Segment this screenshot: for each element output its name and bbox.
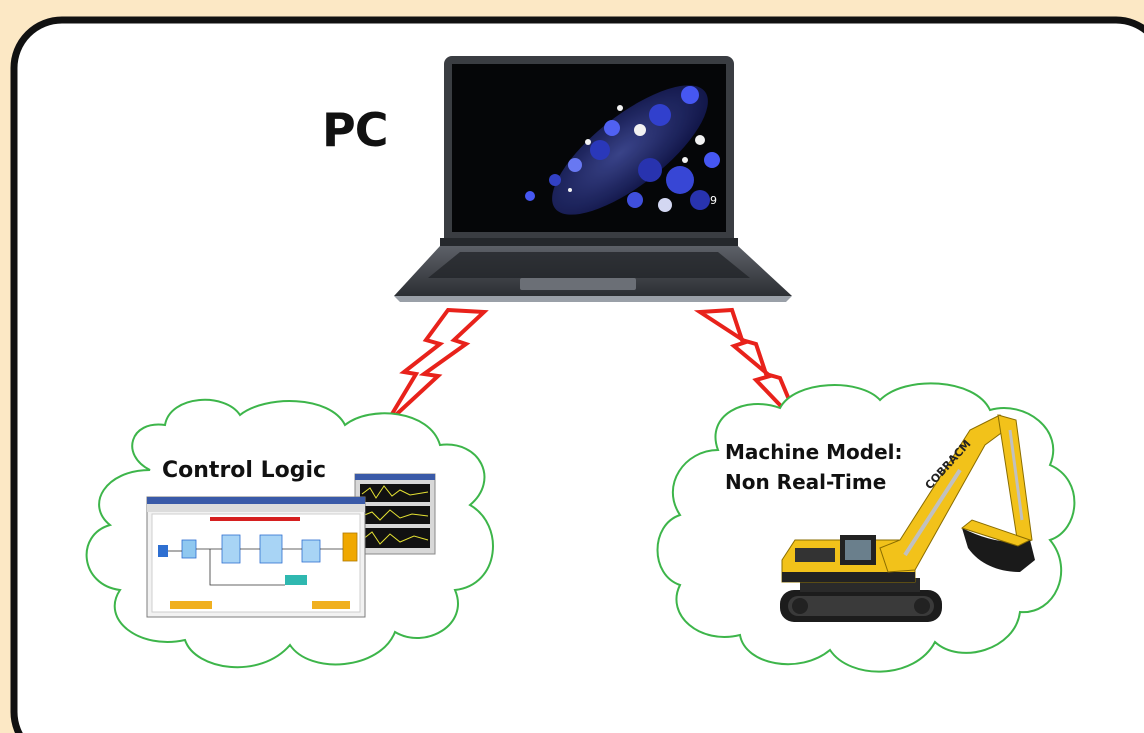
excavator-icon: COBRACM	[780, 414, 1035, 622]
laptop-screen-galaxy	[525, 85, 720, 215]
pc-label: PC	[322, 103, 388, 157]
simulink-screenshot-icon	[146, 473, 436, 618]
lightning-bolt-left	[384, 307, 489, 426]
laptop-icon: 9	[394, 56, 792, 302]
laptop-screen-badge: 9	[710, 194, 717, 207]
control-logic-label: Control Logic	[162, 458, 327, 483]
machine-model-label: Machine Model: Non Real-Time	[725, 437, 903, 497]
machine-model-label-line1: Machine Model:	[725, 440, 903, 464]
machine-model-label-line2: Non Real-Time	[725, 470, 887, 494]
